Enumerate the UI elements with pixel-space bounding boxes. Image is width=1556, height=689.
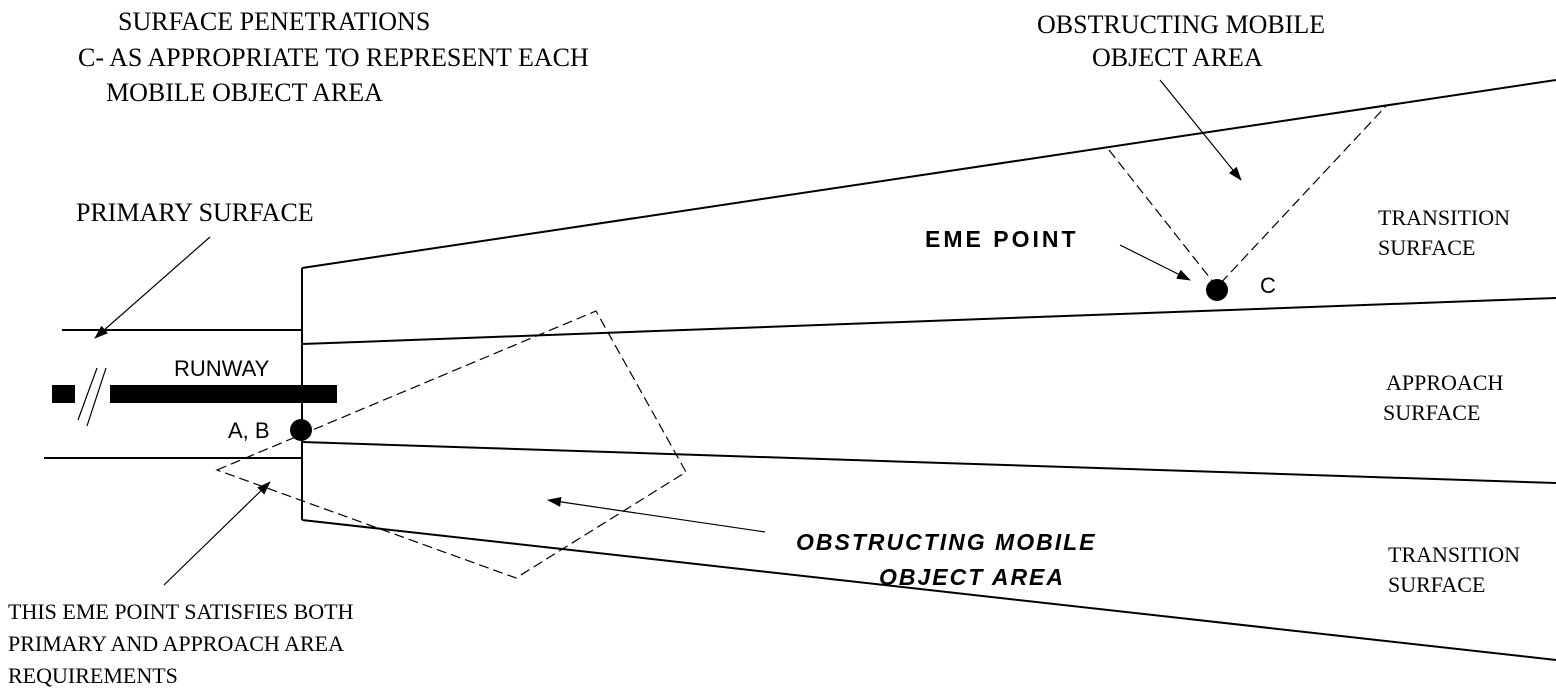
obstructing-top-label-line-2: OBJECT AREA	[1092, 43, 1263, 72]
approach-upper-edge	[301, 297, 1556, 345]
eme-point-label: EME POINT	[925, 226, 1079, 252]
runway-bar-long	[110, 385, 337, 403]
transition-lower-label-line-2: SURFACE	[1388, 572, 1485, 597]
header-line-3: MOBILE OBJECT AREA	[106, 78, 383, 107]
eme-point-c	[1206, 279, 1228, 301]
eme-point-arrow	[1119, 244, 1191, 281]
header-line-2: C- AS APPROPRIATE TO REPRESENT EACH	[78, 43, 589, 72]
approach-label-line-2: SURFACE	[1383, 400, 1480, 425]
approach-label-line-1: APPROACH	[1386, 370, 1503, 395]
runway-bar-short	[52, 385, 75, 403]
footnote-line-1: THIS EME POINT SATISFIES BOTH	[8, 599, 354, 624]
transition-upper-label-line-1: TRANSITION	[1378, 205, 1510, 230]
obstructing-top-label-line-1: OBSTRUCTING MOBILE	[1037, 10, 1325, 39]
footnote-line-2: PRIMARY AND APPROACH AREA	[8, 631, 344, 656]
lower-transition-outer-edge	[301, 519, 1556, 661]
obstructing-center-label-line-1: OBSTRUCTING MOBILE	[796, 529, 1097, 555]
transition-upper-label-line-2: SURFACE	[1378, 235, 1475, 260]
transition-lower-label-line-1: TRANSITION	[1388, 542, 1520, 567]
primary-surface-arrow	[94, 236, 211, 339]
approach-lower-edge	[301, 441, 1556, 484]
obstructing-area-center	[215, 310, 687, 579]
eme-point-ab	[290, 419, 312, 441]
runway-label: RUNWAY	[174, 356, 270, 381]
runway-break-mark-2	[86, 367, 107, 427]
runway-break-mark-1	[77, 367, 98, 421]
header-line-1: SURFACE PENETRATIONS	[118, 7, 430, 36]
point-c-label: C	[1260, 273, 1276, 298]
point-ab-label: A, B	[228, 418, 270, 443]
upper-transition-outer-edge	[301, 79, 1556, 269]
footnote-arrow	[163, 481, 271, 586]
obstructing-center-arrow	[547, 496, 766, 533]
footnote-line-3: REQUIREMENTS	[8, 663, 178, 688]
obstructing-center-label-line-2: OBJECT AREA	[879, 564, 1065, 590]
obstructing-top-arrow	[1159, 79, 1242, 181]
primary-surface-label: PRIMARY SURFACE	[76, 198, 314, 227]
